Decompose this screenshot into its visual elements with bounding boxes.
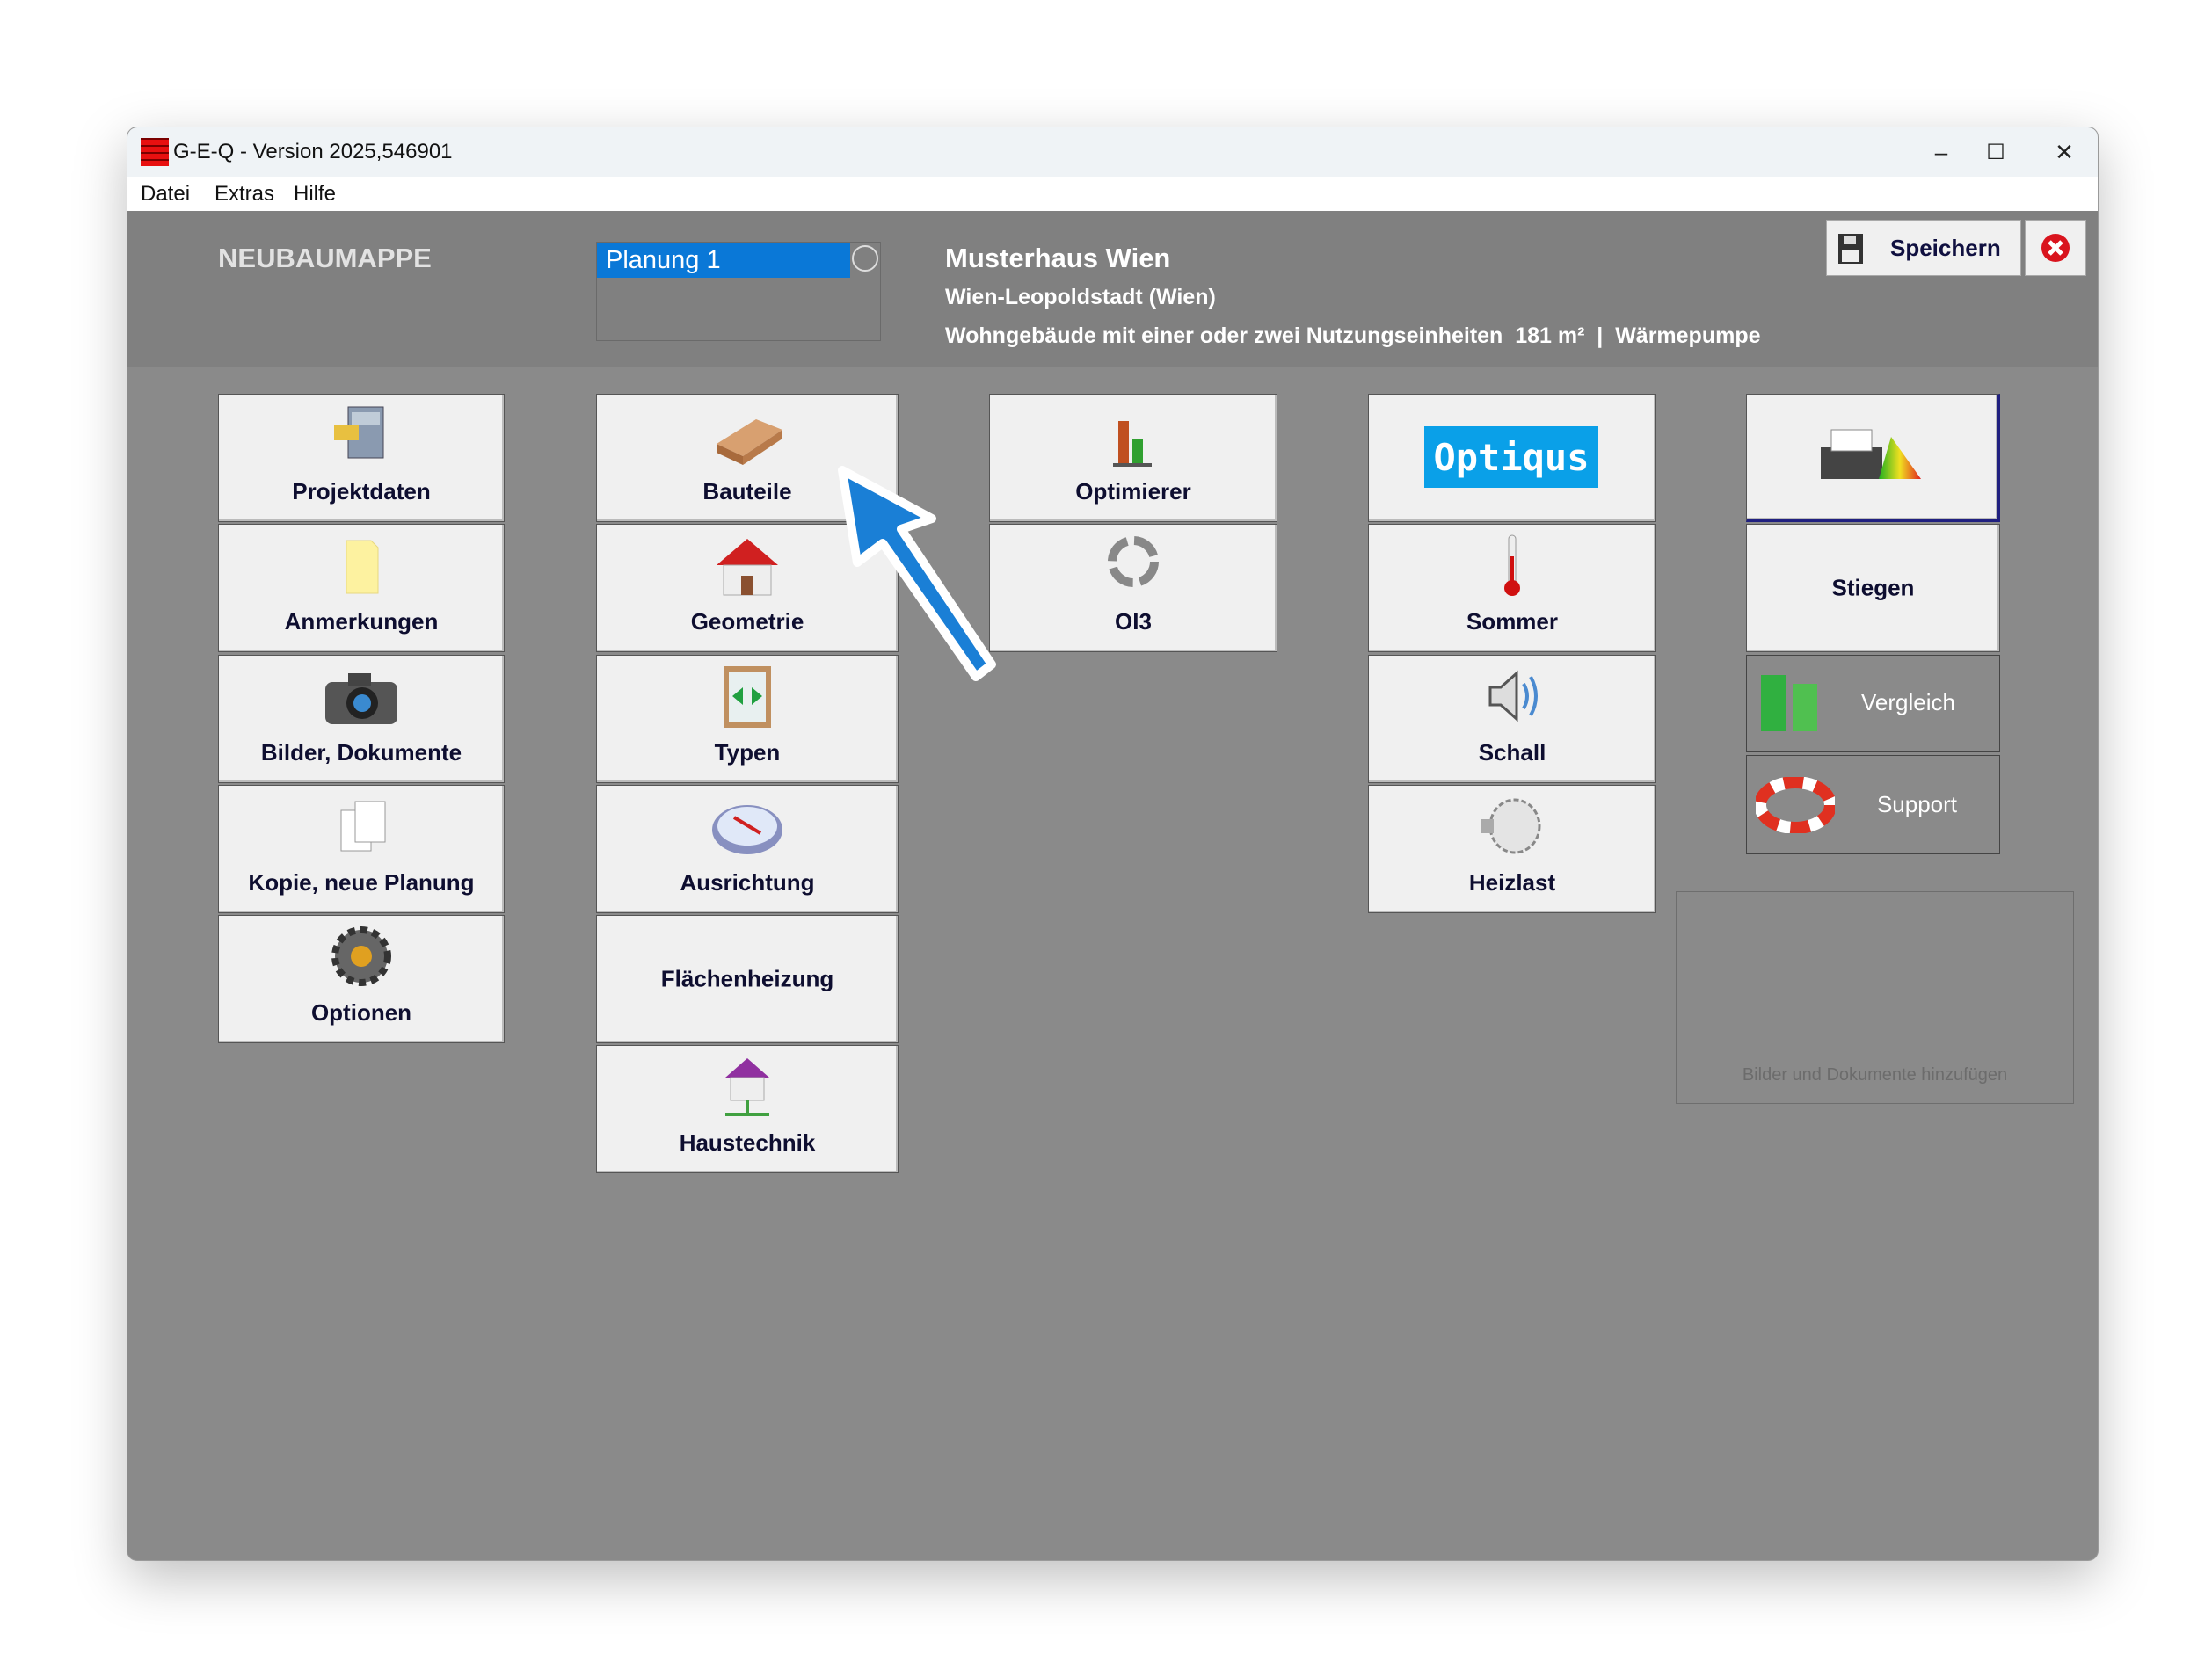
thermometer-icon [1504, 534, 1520, 596]
project-info: Wohngebäude mit einer oder zwei Nutzungs… [945, 323, 1761, 348]
tile-label: Optimierer [1075, 478, 1191, 505]
tile-heizlast[interactable]: Heizlast [1368, 785, 1656, 913]
planung-radio[interactable] [852, 245, 878, 272]
tile-label: Geometrie [690, 608, 804, 635]
planung-list[interactable]: Planung 1 [596, 242, 881, 341]
bar-chart-icon [1113, 421, 1152, 467]
tile-label: Ausrichtung [680, 869, 815, 896]
compare-icon [1761, 675, 1817, 731]
menu-datei[interactable]: Datei [141, 182, 191, 206]
tile-projektdaten[interactable]: Projektdaten [218, 394, 505, 522]
tile-label: Anmerkungen [284, 608, 439, 635]
recycle-icon [1108, 536, 1159, 587]
tile-label: Haustechnik [679, 1129, 816, 1156]
project-location: Wien-Leopoldstadt (Wien) [945, 285, 1216, 309]
planung-item-selected[interactable]: Planung 1 [597, 243, 850, 278]
tile-stiegen[interactable]: Stiegen [1746, 524, 2000, 652]
window-type-icon [724, 666, 771, 728]
brick-icon [717, 419, 782, 465]
copy-documents-icon [340, 801, 386, 852]
tile-label: Projektdaten [292, 478, 431, 505]
project-header: NEUBAUMAPPE Planung 1 Musterhaus Wien Wi… [127, 211, 2098, 367]
gear-icon [331, 926, 391, 986]
house-network-icon [725, 1058, 769, 1116]
tile-support[interactable]: Support [1746, 755, 2000, 854]
tile-sommer[interactable]: Sommer [1368, 524, 1656, 652]
tile-typen[interactable]: Typen [596, 655, 899, 783]
note-icon [346, 540, 379, 594]
tile-schall[interactable]: Schall [1368, 655, 1656, 783]
tile-label: Schall [1478, 739, 1546, 766]
optiqus-logo-text: Optiqus [1433, 435, 1590, 479]
tile-label: Support [1876, 791, 1958, 817]
tile-optiqus[interactable]: Optiqus [1368, 394, 1656, 522]
red-x-icon [2041, 234, 2070, 262]
lifebuoy-icon [1756, 777, 1835, 833]
compass-icon [712, 805, 782, 854]
tile-label: OI3 [1115, 608, 1152, 635]
menu-bar: Datei Extras Hilfe [127, 177, 2098, 211]
tile-optionen[interactable]: Optionen [218, 915, 505, 1043]
tile-vergleich[interactable]: Vergleich [1746, 655, 2000, 752]
tile-label: Optionen [310, 999, 412, 1026]
dropzone-placeholder: Bilder und Dokumente hinzufügen [1742, 1065, 2008, 1085]
brick-app-icon [141, 138, 169, 166]
menu-extras[interactable]: Extras [215, 182, 275, 206]
document-dropzone[interactable]: Bilder und Dokumente hinzufügen [1676, 891, 2074, 1104]
tile-label: Typen [714, 739, 781, 766]
tile-haustechnik[interactable]: Haustechnik [596, 1045, 899, 1173]
menu-hilfe[interactable]: Hilfe [294, 182, 337, 206]
tile-optimierer[interactable]: Optimierer [989, 394, 1277, 522]
tile-label: Vergleich [1861, 689, 1955, 715]
file-cabinet-icon [334, 406, 384, 459]
tile-geometrie[interactable]: Geometrie [596, 524, 899, 652]
tile-bilder-dokumente[interactable]: Bilder, Dokumente [218, 655, 505, 783]
tile-oi3[interactable]: OI3 [989, 524, 1277, 652]
minimize-button[interactable]: – [1934, 138, 1948, 165]
window-title: G-E-Q - Version 2025,546901 [173, 140, 453, 163]
speaker-icon [1488, 670, 1538, 722]
section-title: NEUBAUMAPPE [218, 243, 432, 273]
tile-print-energy[interactable] [1746, 394, 2000, 522]
title-bar: G-E-Q - Version 2025,546901 – ☐ ✕ [127, 127, 2098, 177]
app-window: G-E-Q - Version 2025,546901 – ☐ ✕ Datei … [127, 127, 2099, 1561]
maximize-button[interactable]: ☐ [1986, 140, 2005, 164]
tile-label: Heizlast [1468, 869, 1556, 896]
tile-label: Flächenheizung [660, 965, 834, 992]
tile-label: Kopie, neue Planung [248, 869, 475, 896]
house-icon [717, 539, 778, 596]
tile-bauteile[interactable]: Bauteile [596, 394, 899, 522]
save-button[interactable]: Speichern [1826, 220, 2021, 276]
camera-icon [325, 673, 397, 724]
close-button[interactable]: ✕ [2055, 138, 2074, 165]
floppy-disk-icon [1838, 234, 1863, 264]
tile-anmerkungen[interactable]: Anmerkungen [218, 524, 505, 652]
optiqus-logo: Optiqus [1424, 426, 1598, 488]
tile-label: Stiegen [1831, 574, 1915, 601]
tile-kopie-neue-planung[interactable]: Kopie, neue Planung [218, 785, 505, 913]
close-project-button[interactable] [2025, 220, 2086, 276]
tile-label: Sommer [1466, 608, 1559, 635]
tile-flaechenheizung[interactable]: Flächenheizung [596, 915, 899, 1043]
tile-label: Bilder, Dokumente [260, 739, 462, 766]
printer-energy-icon [1821, 429, 1921, 479]
tile-label: Bauteile [702, 478, 792, 505]
thermostat-valve-icon [1481, 798, 1541, 854]
project-name: Musterhaus Wien [945, 243, 1171, 273]
save-label: Speichern [1890, 235, 2001, 261]
tile-ausrichtung[interactable]: Ausrichtung [596, 785, 899, 913]
